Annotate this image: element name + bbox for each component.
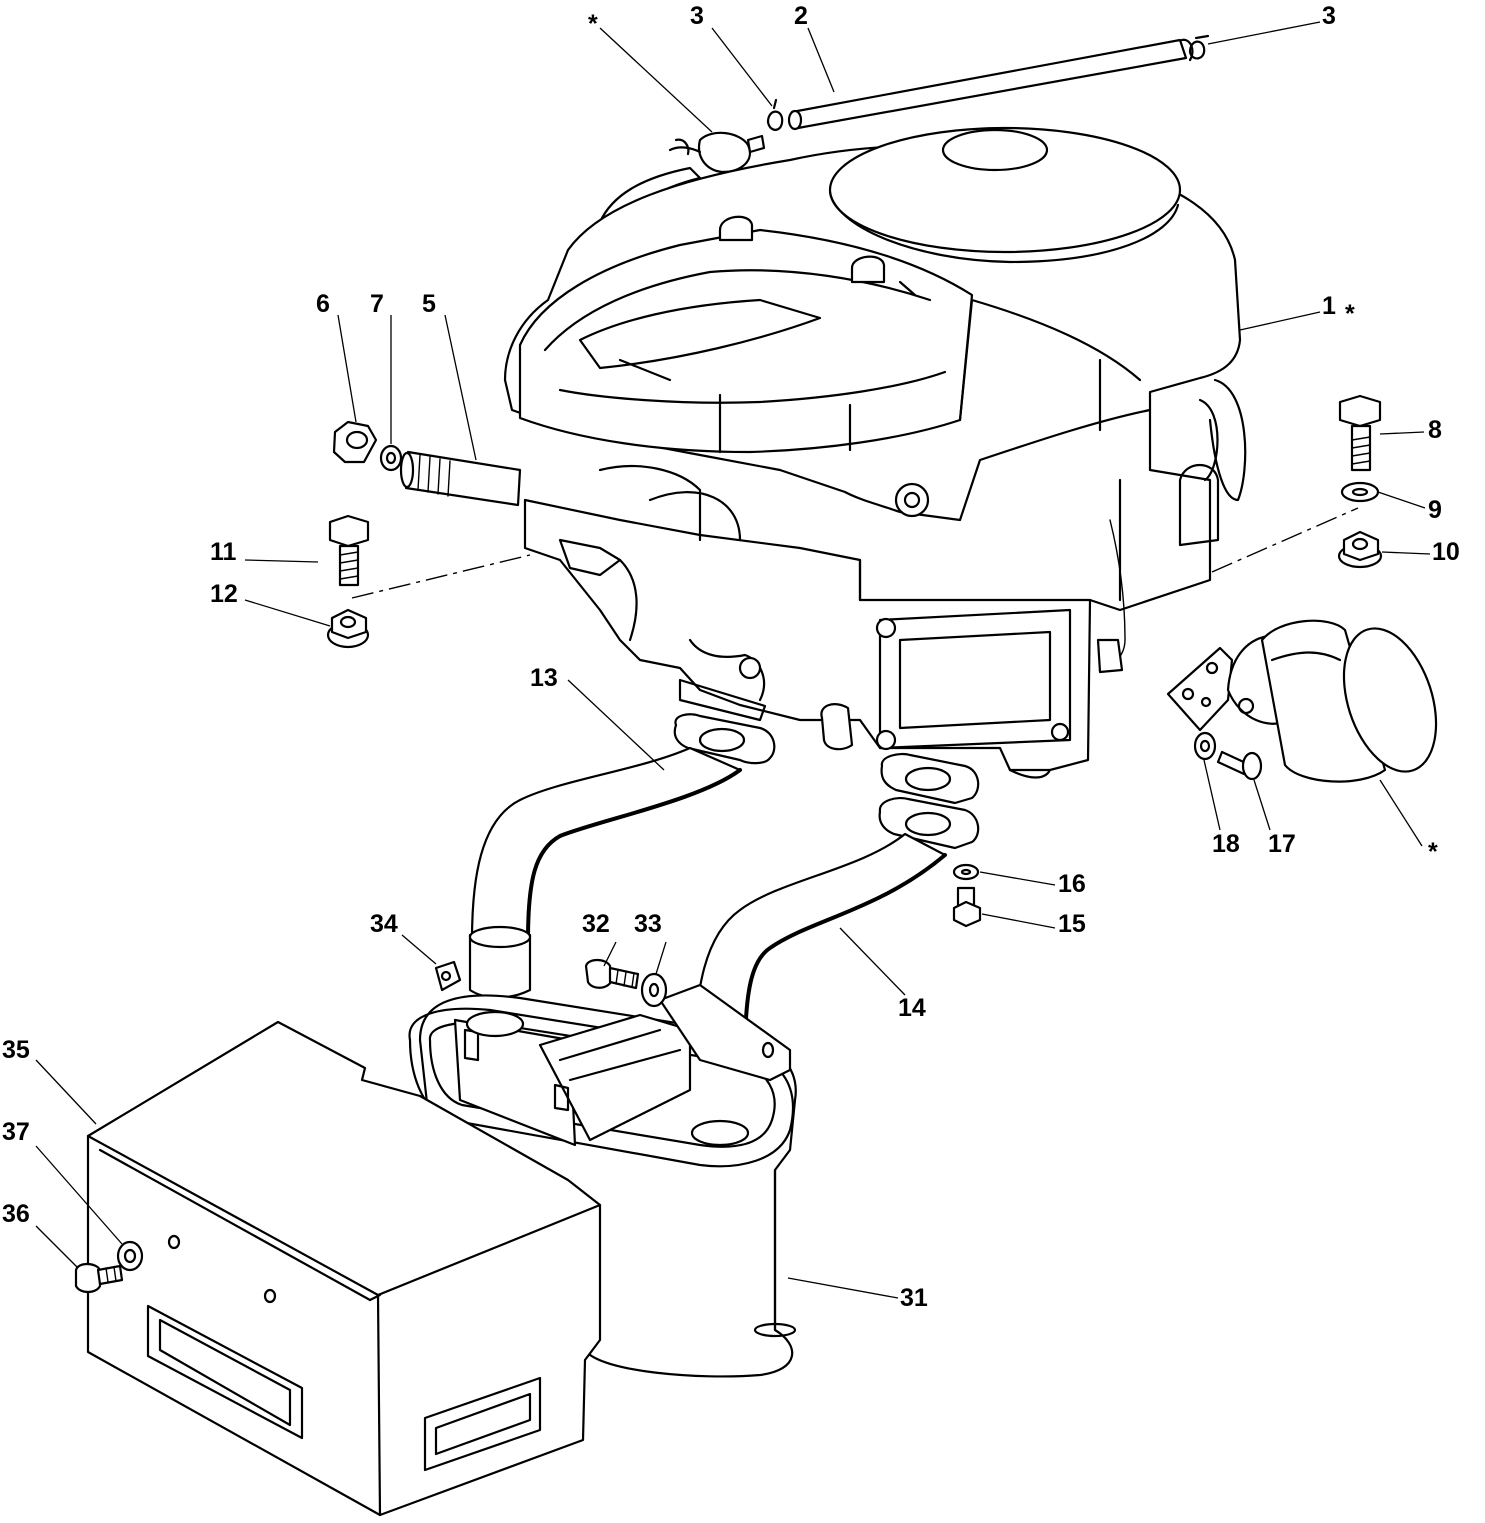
callout-32-bolt: 32 <box>582 910 610 938</box>
washer-part-16 <box>952 863 980 881</box>
callout-5-stud: 5 <box>422 290 436 318</box>
callout-35-heat-shield: 35 <box>2 1036 30 1064</box>
clip-nut-part-34 <box>434 960 462 992</box>
callout-3-clamp-left: 3 <box>690 2 704 30</box>
callout-8-bolt: 8 <box>1428 416 1442 444</box>
callout-10-flange-nut: 10 <box>1432 538 1460 566</box>
washer-part-7 <box>379 444 403 472</box>
fuel-line-parts <box>668 34 1210 174</box>
lock-washer-part-9 <box>1340 481 1380 503</box>
bolt-part-36 <box>74 1262 124 1294</box>
nut-part-6 <box>332 420 378 464</box>
callout-13-exhaust-pipe: 13 <box>530 664 558 692</box>
callout-2-fuel-hose: 2 <box>794 2 808 30</box>
bolt-part-32 <box>584 958 640 990</box>
exhaust-pipe-part-13 <box>468 746 742 999</box>
callout-36-bolt: 36 <box>2 1200 30 1228</box>
muffler-part-31 <box>408 983 797 1378</box>
engine-part-1 <box>503 126 1247 779</box>
flange-nut-part-12 <box>326 608 370 649</box>
callout-12-flange-nut: 12 <box>210 580 238 608</box>
lock-washer-part-33 <box>640 972 668 1008</box>
heat-shield-part-35 <box>86 1020 602 1517</box>
callout-17-bolt: 17 <box>1268 830 1296 858</box>
alignment-line-right <box>1211 507 1359 573</box>
gasket-left <box>673 713 776 765</box>
callout-37-washer: 37 <box>2 1118 30 1146</box>
callout-star-top: * <box>588 10 598 38</box>
callout-15-bolt: 15 <box>1058 910 1086 938</box>
callout-31-muffler: 31 <box>900 1284 928 1312</box>
gasket-right <box>878 752 980 850</box>
washer-part-37 <box>116 1240 144 1272</box>
callout-3-clamp-right: 3 <box>1322 2 1336 30</box>
callout-18-washer: 18 <box>1212 830 1240 858</box>
callout-11-bolt: 11 <box>210 538 237 566</box>
bolt-part-15 <box>952 886 982 928</box>
callout-34-clip-nut: 34 <box>370 910 398 938</box>
alignment-line-left <box>351 554 531 599</box>
callout-1-star: * <box>1345 300 1355 328</box>
callout-14-exhaust-pipe: 14 <box>898 994 926 1022</box>
callout-labels: * 3 2 3 1 * 6 7 5 8 9 10 11 12 13 18 17 … <box>2 2 1460 1312</box>
stud-part-5 <box>399 450 522 507</box>
callout-6-nut: 6 <box>316 290 330 318</box>
callout-star-oil-filter: * <box>1428 838 1438 866</box>
callout-7-washer: 7 <box>370 290 384 318</box>
bolt-part-11 <box>328 514 370 587</box>
callout-9-lock-washer: 9 <box>1428 496 1442 524</box>
oil-filter-assembly <box>1166 619 1438 783</box>
flange-nut-part-10 <box>1337 530 1383 569</box>
bolt-part-8 <box>1338 394 1382 472</box>
bolt-part-17 <box>1216 750 1263 781</box>
callout-33-lock-washer: 33 <box>634 910 662 938</box>
washer-part-18 <box>1193 731 1217 761</box>
callout-1-engine: 1 <box>1322 292 1336 320</box>
leader-lines <box>35 21 1431 1299</box>
callout-16-washer: 16 <box>1058 870 1086 898</box>
